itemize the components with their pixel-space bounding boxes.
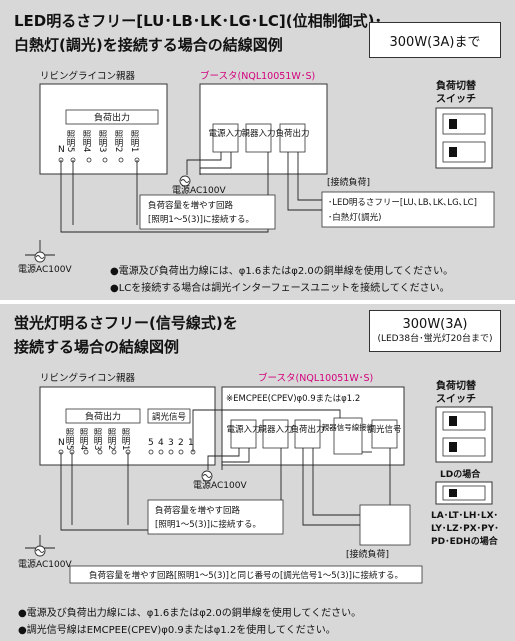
section2-child-signal-label: 親器信号線接続 — [322, 422, 375, 432]
section1-wiring-diagram: リビングライコン親器 負荷出力 N 照明5 照明4 照明3 照明2 照明1 ブー… — [18, 70, 495, 275]
section2-switch-label-2: スイッチ — [436, 393, 476, 405]
section1-title-line2: 白熱灯(調光)を接続する場合の結線図例 — [14, 36, 283, 54]
section1-wattage-box: 300W(3A)まで — [369, 22, 501, 58]
section2-increase-circuit-line1: 負荷容量を増やす回路 — [155, 505, 241, 516]
section2-power-input-label: 電源入力 — [226, 424, 260, 435]
section2-wattage-sub: (LED38台･蛍光灯20台まで) — [377, 333, 493, 344]
section2-signal-terminal-1: 1 — [188, 438, 194, 448]
section1-booster-label: ブースタ(NQL10051W･S) — [200, 70, 315, 82]
section1-load-output-label: 負荷出力 — [94, 112, 130, 124]
section2-ld-model-2: LY･LZ･PX･PY･ — [431, 524, 499, 534]
section2-ld-model-1: LA･LT･LH･LX･ — [431, 511, 498, 521]
section2-child-input-label: 親器入力 — [258, 424, 292, 435]
section2-dimming-signal-label: 調光信号 — [152, 412, 186, 423]
section2-connected-load-label: [接続負荷] — [346, 548, 389, 560]
section1-child-input-box — [245, 123, 272, 153]
section2-child-input-box — [262, 419, 289, 449]
section1-controller-label: リビングライコン親器 — [40, 70, 136, 82]
section1-terminal-3: 照明3 — [97, 130, 107, 152]
section1-ac-label-1: 電源AC100V — [172, 185, 226, 196]
section2-bottom-note-box — [69, 565, 423, 584]
section-divider — [0, 300, 515, 304]
section2-booster-load-output-box — [294, 419, 321, 449]
section1-load-output-box — [65, 109, 159, 125]
section1-switch-label-1: 負荷切替 — [436, 79, 477, 92]
section1-connected-load-title: [接続負荷] — [327, 176, 370, 188]
section1-terminal-2: 照明2 — [113, 130, 123, 152]
section2-power-input-box — [230, 419, 257, 449]
section1-note-1: ●電源及び負荷出力線には、φ1.6またはφ2.0の銅単線を使用してください。 — [110, 266, 454, 277]
section2-terminal-5: 照明5 — [64, 428, 74, 450]
section2-terminal-n: N — [58, 438, 65, 448]
section2-wattage: 300W(3A) — [402, 316, 468, 332]
section2-terminal-1: 照明1 — [120, 428, 130, 450]
section2-ld-model-3: PD･EDHの場合 — [431, 535, 499, 547]
section1-ac-label-2: 電源AC100V — [18, 264, 72, 275]
section2-terminal-3: 照明3 — [92, 428, 102, 450]
section2-dimming-signal-out-label: 調光信号 — [367, 424, 401, 435]
section2-increase-circuit-line2: [照明1～5(3)]に接続する。 — [155, 519, 261, 530]
section2-title-line1: 蛍光灯明るさフリー(信号線式)を — [14, 314, 238, 332]
section2-child-signal-box — [333, 417, 363, 455]
section2-signal-terminal-3: 3 — [168, 438, 174, 448]
section2-terminal-4: 照明4 — [78, 428, 88, 450]
section1-connected-load-item1: ･LED明るさフリー[LU､LB､LK､LG､LC] — [328, 198, 477, 208]
section1-connected-load-item2: ･白熱灯(調光) — [328, 212, 381, 223]
section2-booster-load-output-label: 負荷出力 — [290, 424, 324, 435]
section1-note-2: ●LCを接続する場合は調光インターフェースユニットを接続してください。 — [110, 283, 450, 294]
section2-terminal-2: 照明2 — [106, 428, 116, 450]
section2-ac-label-1: 電源AC100V — [193, 480, 247, 491]
section1-wires — [25, 152, 322, 256]
section1-increase-circuit-line2: [照明1～5(3)]に接続する。 — [148, 214, 254, 225]
section1-increase-circuit-box — [139, 194, 276, 230]
section2-signal-terminal-4: 4 — [158, 438, 164, 448]
section2-switch-label-1: 負荷切替 — [436, 379, 477, 392]
section2-emcpee-note: ※EMCPEE(CPEV)φ0.9またはφ1.2 — [226, 394, 360, 404]
section1-title-line1: LED明るさフリー[LU･LB･LK･LG･LC](位相制御式)･ — [14, 12, 382, 30]
section2-ac-source-2 — [34, 545, 46, 557]
section2-increase-circuit-box — [147, 499, 284, 535]
section1-connected-load-box — [321, 191, 495, 228]
section1-ac-source-1 — [179, 175, 191, 187]
section2-wattage-box: 300W(3A) (LED38台･蛍光灯20台まで) — [369, 310, 501, 352]
section2-dimming-signal-out-box — [371, 419, 398, 449]
section2-signal-terminal-5: 5 — [148, 438, 154, 448]
section2-panel — [0, 304, 515, 641]
section2-title-line2: 接続する場合の結線図例 — [14, 338, 180, 356]
section2-controller-label: リビングライコン親器 — [40, 372, 136, 384]
section1-terminal-1: 照明1 — [129, 130, 139, 152]
section2-dimming-signal-box — [147, 408, 191, 424]
section2-terminal-dots — [58, 449, 196, 455]
section2-bottom-note: 負荷容量を増やす回路[照明1～5(3)]と同じ番号の[調光信号1～5(3)]に接… — [89, 570, 403, 581]
section2-ac-label-2: 電源AC100V — [18, 559, 72, 570]
section1-child-input-label: 親器入力 — [241, 128, 275, 139]
section2-ac-source-1 — [201, 470, 213, 482]
section1-booster-load-output-box — [279, 123, 306, 153]
section2-load-output-label: 負荷出力 — [85, 411, 121, 423]
section2-connected-load-box — [359, 504, 411, 546]
section1-booster-load-output-label: 負荷出力 — [275, 128, 309, 139]
section2-booster-label: ブースタ(NQL10051W･S) — [258, 372, 373, 384]
section1-power-input-box — [212, 123, 239, 153]
section1-ac-source-2 — [34, 251, 46, 263]
section1-switch-label-2: スイッチ — [436, 93, 476, 105]
section2-note-1: ●電源及び負荷出力線には、φ1.6またはφ2.0の銅単線を使用してください。 — [18, 608, 362, 619]
section2-signal-terminal-2: 2 — [178, 438, 184, 448]
section1-power-input-label: 電源入力 — [208, 128, 242, 139]
section1-terminal-n: N — [58, 145, 65, 155]
section2-load-output-box — [65, 408, 141, 424]
section1-terminal-5: 照明5 — [65, 130, 75, 152]
section2-ld-case-label: LDの場合 — [440, 468, 481, 480]
section2-wires — [25, 409, 410, 549]
section2-wiring-diagram: リビングライコン親器 負荷出力 調光信号 N 照明5 照明4 照明3 照明2 照… — [18, 372, 499, 584]
section1-terminal-4: 照明4 — [81, 130, 91, 152]
section2-note-2: ●調光信号線はEMCPEE(CPEV)φ0.9またはφ1.2を使用してください。 — [18, 625, 336, 636]
section1-increase-circuit-line1: 負荷容量を増やす回路 — [148, 200, 234, 211]
